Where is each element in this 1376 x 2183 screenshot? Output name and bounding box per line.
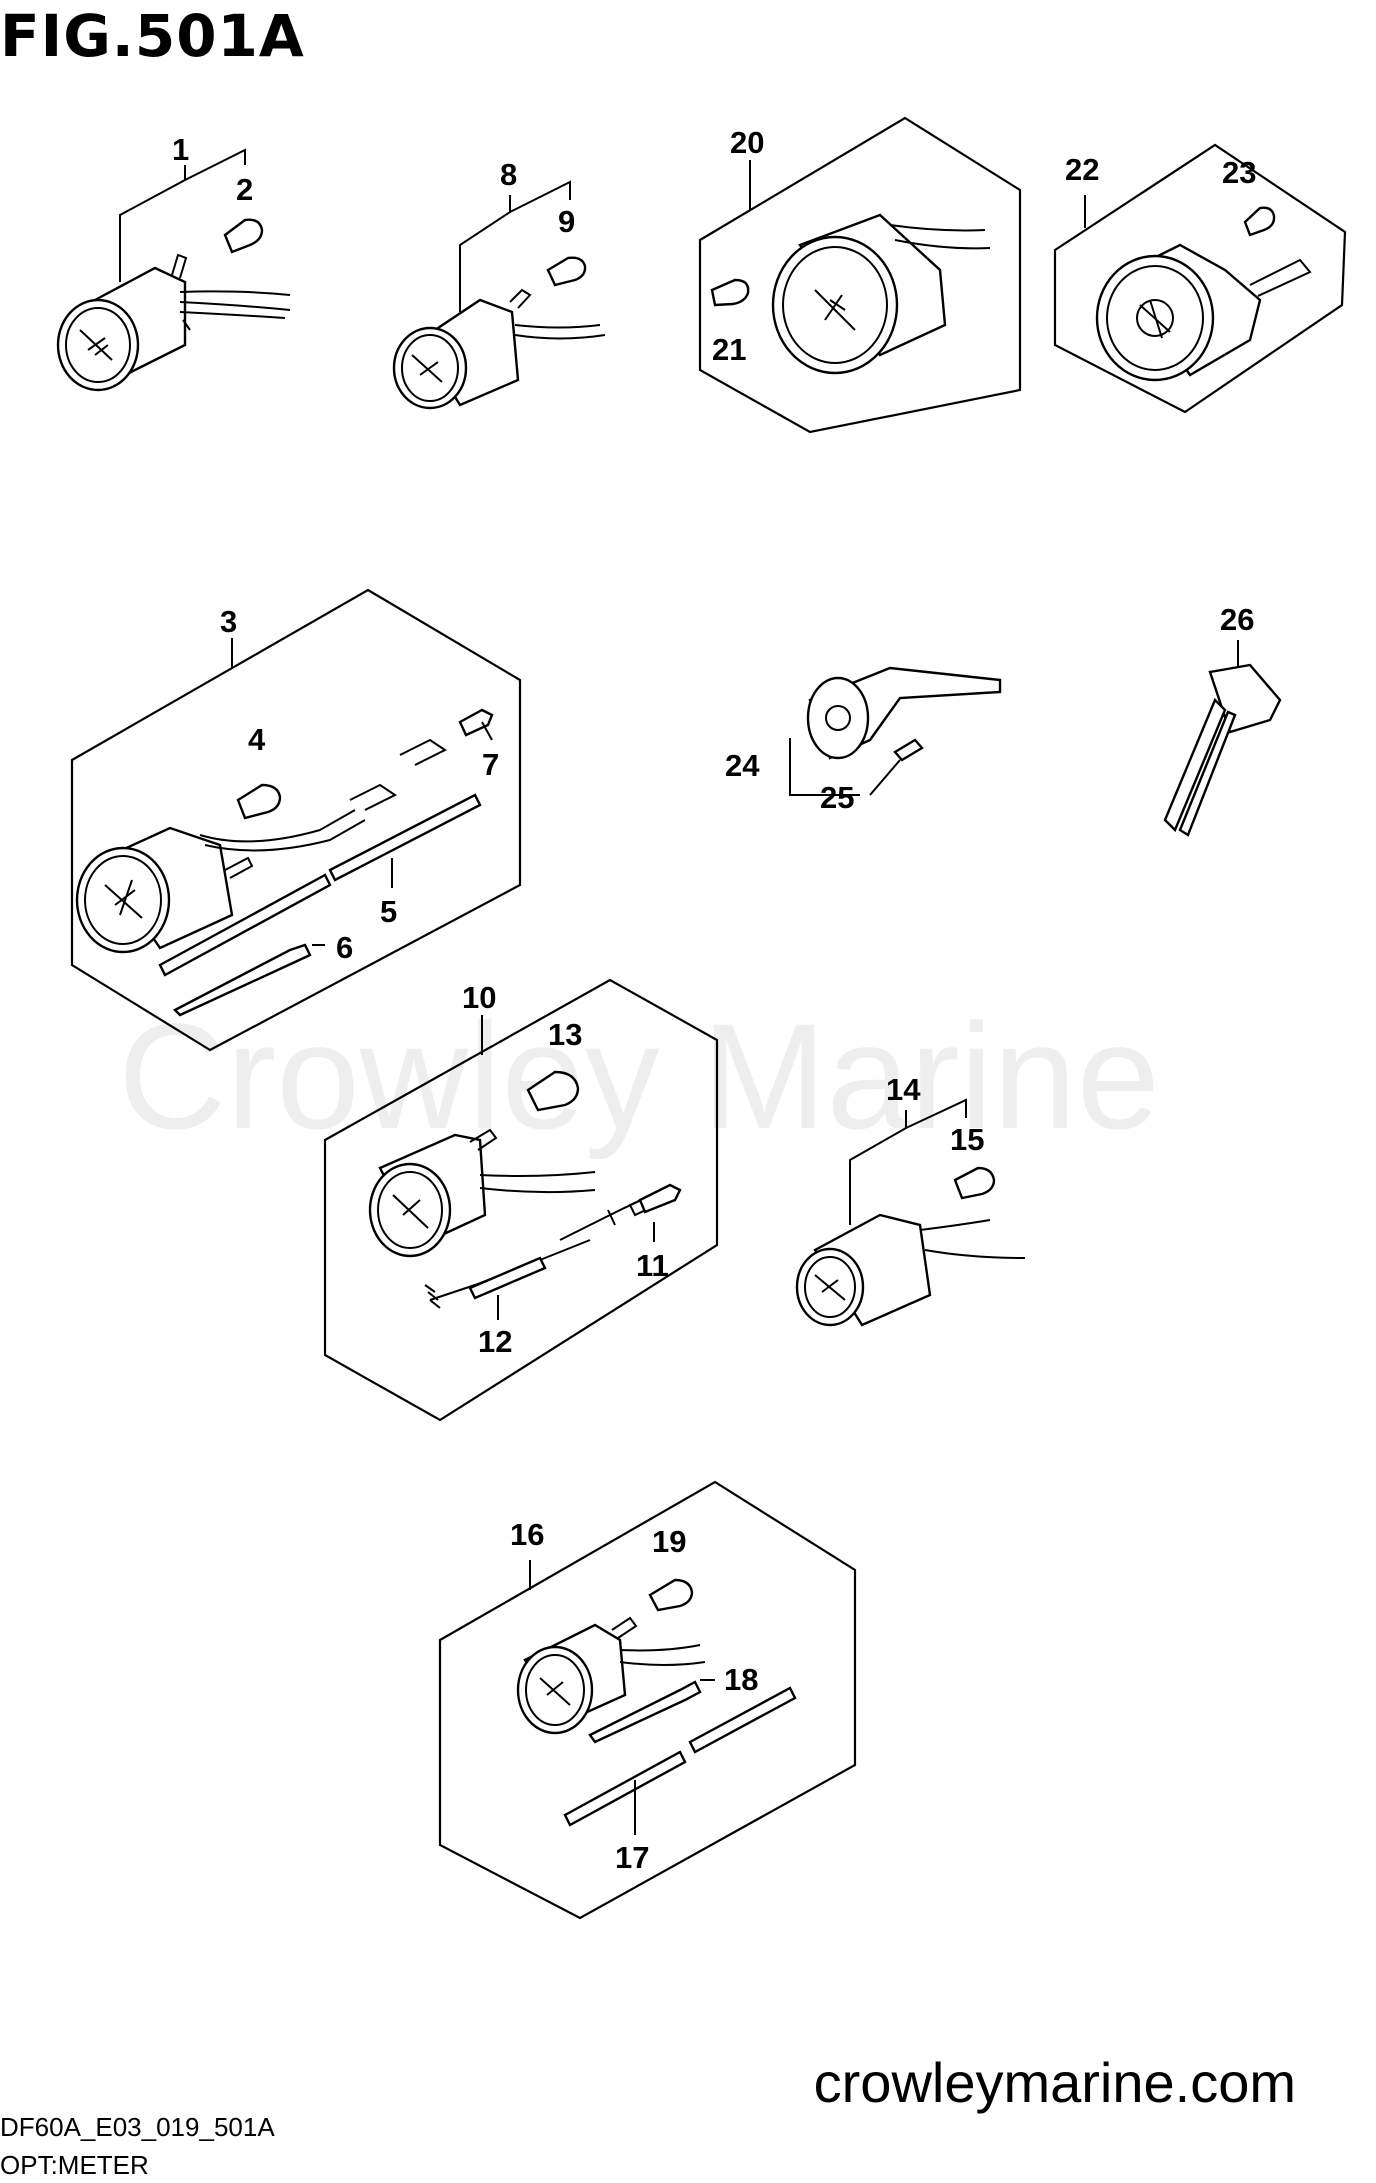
- part-3-gauge: [75, 738, 447, 954]
- part-4-bulb: [236, 783, 282, 820]
- callout-15: 15: [950, 1122, 984, 1157]
- part-21-bulb: [710, 278, 750, 307]
- part-23-bulb: [1243, 206, 1276, 237]
- callout-20: 20: [730, 125, 764, 160]
- watermark: Crowley Marine: [118, 992, 1160, 1160]
- part-18-tie: [588, 1680, 702, 1744]
- part-24-bracket: [806, 666, 1002, 760]
- part-group-16: [438, 1480, 857, 1920]
- callout-12: 12: [478, 1324, 512, 1359]
- part-group-3: [70, 588, 522, 1052]
- part-26-sender: [1163, 640, 1282, 837]
- part-group-1: [56, 148, 291, 392]
- part-15-bulb: [953, 1166, 996, 1200]
- callout-23: 23: [1222, 155, 1256, 190]
- callout-21: 21: [712, 332, 746, 367]
- part-group-22: [1053, 143, 1347, 414]
- part-12-harness: [424, 1239, 591, 1309]
- part-group-8: [392, 180, 606, 410]
- part-11-harness: [559, 1183, 682, 1241]
- callout-16: 16: [510, 1517, 544, 1552]
- callout-24: 24: [725, 748, 760, 783]
- part-10-gauge: [368, 1128, 596, 1258]
- part-17-tube: [563, 1686, 797, 1827]
- part-group-10: [323, 978, 719, 1422]
- callout-7: 7: [482, 747, 499, 782]
- part-9-bulb: [546, 256, 587, 287]
- part-13-bulb: [526, 1070, 580, 1112]
- part-group-14: [795, 1098, 1026, 1327]
- website-label: crowleymarine.com: [813, 2051, 1296, 2114]
- part-22-gauge: [1095, 243, 1312, 382]
- callout-13: 13: [548, 1017, 582, 1052]
- part-7-terminal: [458, 708, 494, 737]
- part-14-gauge: [795, 1213, 1026, 1327]
- callout-4: 4: [248, 722, 266, 757]
- callout-22: 22: [1065, 152, 1099, 187]
- part-1-gauge: [56, 253, 291, 392]
- figure-caption: OPT:METER: [0, 2150, 149, 2180]
- part-19-bulb: [648, 1578, 694, 1612]
- callout-3: 3: [220, 604, 237, 639]
- figure-title: FIG.501A: [0, 2, 305, 70]
- part-group-20: [698, 116, 1022, 434]
- callout-10: 10: [462, 980, 496, 1015]
- callout-1: 1: [172, 132, 189, 167]
- callout-26: 26: [1220, 602, 1254, 637]
- callout-5: 5: [380, 894, 397, 929]
- part-25-screw: [893, 738, 924, 762]
- callout-19: 19: [652, 1524, 686, 1559]
- drawing-code: DF60A_E03_019_501A: [0, 2112, 275, 2142]
- callout-11: 11: [636, 1248, 669, 1283]
- part-8-gauge: [392, 288, 606, 410]
- callout-2: 2: [236, 172, 253, 207]
- callout-18: 18: [724, 1662, 758, 1697]
- callout-17: 17: [615, 1840, 649, 1875]
- part-5-tube: [158, 793, 482, 977]
- callout-14: 14: [886, 1072, 921, 1107]
- part-2-bulb: [223, 218, 264, 254]
- part-16-gauge: [516, 1616, 706, 1735]
- part-group-24: [789, 666, 1002, 796]
- callout-9: 9: [558, 204, 575, 239]
- part-6-tie: [172, 943, 312, 1017]
- callout-8: 8: [500, 157, 517, 192]
- callout-6: 6: [336, 930, 353, 965]
- part-20-gauge: [771, 213, 991, 375]
- callout-25: 25: [820, 780, 854, 815]
